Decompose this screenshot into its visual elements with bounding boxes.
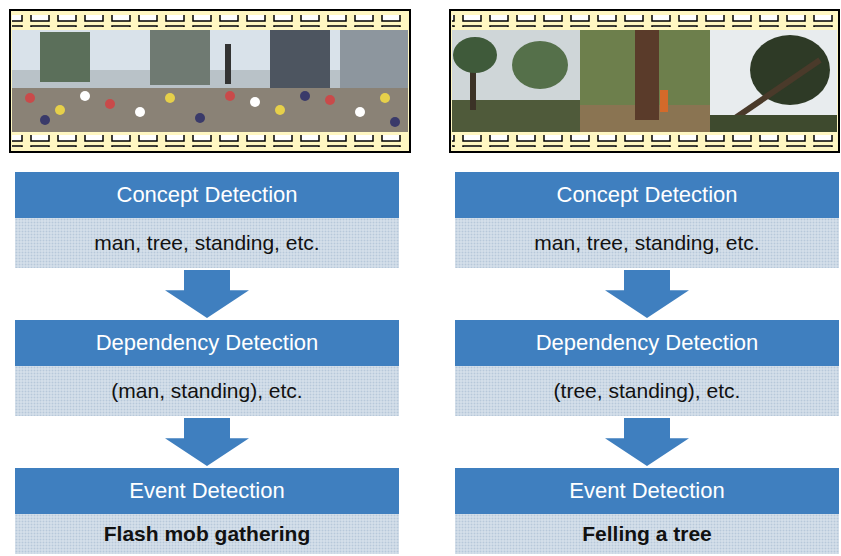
stage-header: Dependency Detection	[15, 320, 399, 366]
stage-result: (tree, standing), etc.	[455, 366, 839, 416]
block-arrow	[605, 418, 689, 466]
result-text: (man, standing), etc.	[111, 379, 302, 403]
stage-header: Event Detection	[15, 468, 399, 514]
film-strip	[450, 10, 839, 152]
stage-result: Felling a tree	[455, 514, 839, 554]
header-text: Event Detection	[129, 478, 284, 504]
result-text: man, tree, standing, etc.	[534, 231, 759, 255]
result-text: (tree, standing), etc.	[554, 379, 741, 403]
stage-result: Flash mob gathering	[15, 514, 399, 554]
detection-box: Concept Detection man, tree, standing, et…	[15, 172, 399, 268]
header-text: Event Detection	[569, 478, 724, 504]
stage-header: Dependency Detection	[455, 320, 839, 366]
detection-box: Event DetectionFelling a tree	[455, 468, 839, 554]
detection-box: Dependency Detection (tree, standing), et…	[455, 320, 839, 416]
detection-box: Event DetectionFlash mob gathering	[15, 468, 399, 554]
stage-result: (man, standing), etc.	[15, 366, 399, 416]
header-text: Dependency Detection	[536, 330, 759, 356]
stage-result: man, tree, standing, etc.	[15, 218, 399, 268]
stage-header: Concept Detection	[15, 172, 399, 218]
header-text: Concept Detection	[557, 182, 738, 208]
film-strip	[10, 10, 410, 152]
result-text: Felling a tree	[582, 522, 712, 546]
header-text: Concept Detection	[117, 182, 298, 208]
block-arrow	[165, 418, 249, 466]
stage-result: man, tree, standing, etc.	[455, 218, 839, 268]
header-text: Dependency Detection	[96, 330, 319, 356]
detection-box: Concept Detection man, tree, standing, et…	[455, 172, 839, 268]
result-text: Flash mob gathering	[104, 522, 311, 546]
result-text: man, tree, standing, etc.	[94, 231, 319, 255]
stage-header: Event Detection	[455, 468, 839, 514]
stage-header: Concept Detection	[455, 172, 839, 218]
detection-box: Dependency Detection (man, standing), etc…	[15, 320, 399, 416]
block-arrow	[165, 270, 249, 318]
block-arrow	[605, 270, 689, 318]
